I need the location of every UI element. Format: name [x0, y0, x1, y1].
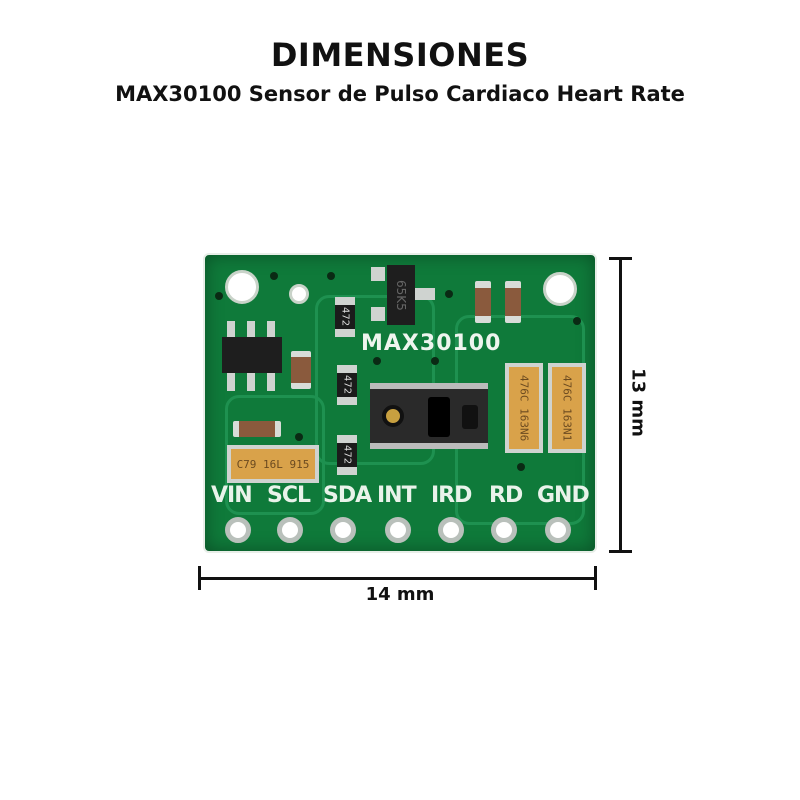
page-subtitle: MAX30100 Sensor de Pulso Cardiaco Heart … — [115, 82, 685, 106]
pin-label-ird: IRD — [431, 483, 472, 508]
via — [573, 317, 581, 325]
via-hole — [289, 284, 309, 304]
via — [373, 357, 381, 365]
pin-label-sda: SDA — [323, 483, 372, 508]
pin-label-scl: SCL — [267, 483, 311, 508]
width-label: 14 mm — [365, 584, 435, 605]
pad — [371, 267, 385, 281]
pin-gnd — [545, 517, 571, 543]
via — [517, 463, 525, 471]
mounting-hole — [543, 272, 577, 306]
photodetector-window — [428, 397, 450, 437]
via — [270, 272, 278, 280]
pin-sda — [330, 517, 356, 543]
transistor: 65K5 — [387, 265, 415, 325]
via — [295, 433, 303, 441]
trace — [225, 395, 325, 515]
led-window — [462, 405, 478, 429]
pin-scl — [277, 517, 303, 543]
pad — [415, 288, 435, 300]
via — [215, 292, 223, 300]
capacitor — [291, 351, 311, 389]
tantalum-capacitor: 476C 163N1 — [548, 363, 586, 453]
via — [431, 357, 439, 365]
via — [327, 272, 335, 280]
via — [445, 290, 453, 298]
trace — [315, 295, 435, 465]
max30100-sensor — [370, 383, 488, 449]
max30100-board: 65K5 472 472 472 MAX30100 476C 163N6 476… — [203, 253, 597, 553]
pin-label-gnd: GND — [537, 483, 590, 508]
mounting-hole — [225, 270, 259, 304]
tantalum-capacitor: 476C 163N6 — [505, 363, 543, 453]
pin-int — [385, 517, 411, 543]
tantalum-capacitor: C79 16L 915 — [227, 445, 319, 483]
page-title: DIMENSIONES — [270, 36, 530, 74]
height-dimension-line — [619, 258, 622, 553]
pin-vin — [225, 517, 251, 543]
pad — [371, 307, 385, 321]
pin-ird — [438, 517, 464, 543]
capacitor — [505, 281, 521, 323]
resistor: 472 — [335, 297, 355, 337]
capacitor — [233, 421, 281, 437]
chip-label: MAX30100 — [361, 331, 502, 356]
dimension-tick — [609, 550, 632, 553]
led-icon — [382, 405, 404, 427]
resistor: 472 — [337, 435, 357, 475]
pin-label-rd: RD — [489, 483, 523, 508]
width-dimension-line — [199, 577, 597, 580]
dimension-tick — [609, 257, 632, 260]
pin-rd — [491, 517, 517, 543]
dimension-tick — [198, 566, 201, 590]
regulator-ic — [222, 337, 282, 373]
capacitor — [475, 281, 491, 323]
pin-label-int: INT — [377, 483, 417, 508]
resistor: 472 — [337, 365, 357, 405]
dimension-tick — [594, 566, 597, 590]
pin-label-vin: VIN — [211, 483, 253, 508]
height-label: 13 mm — [627, 368, 649, 437]
